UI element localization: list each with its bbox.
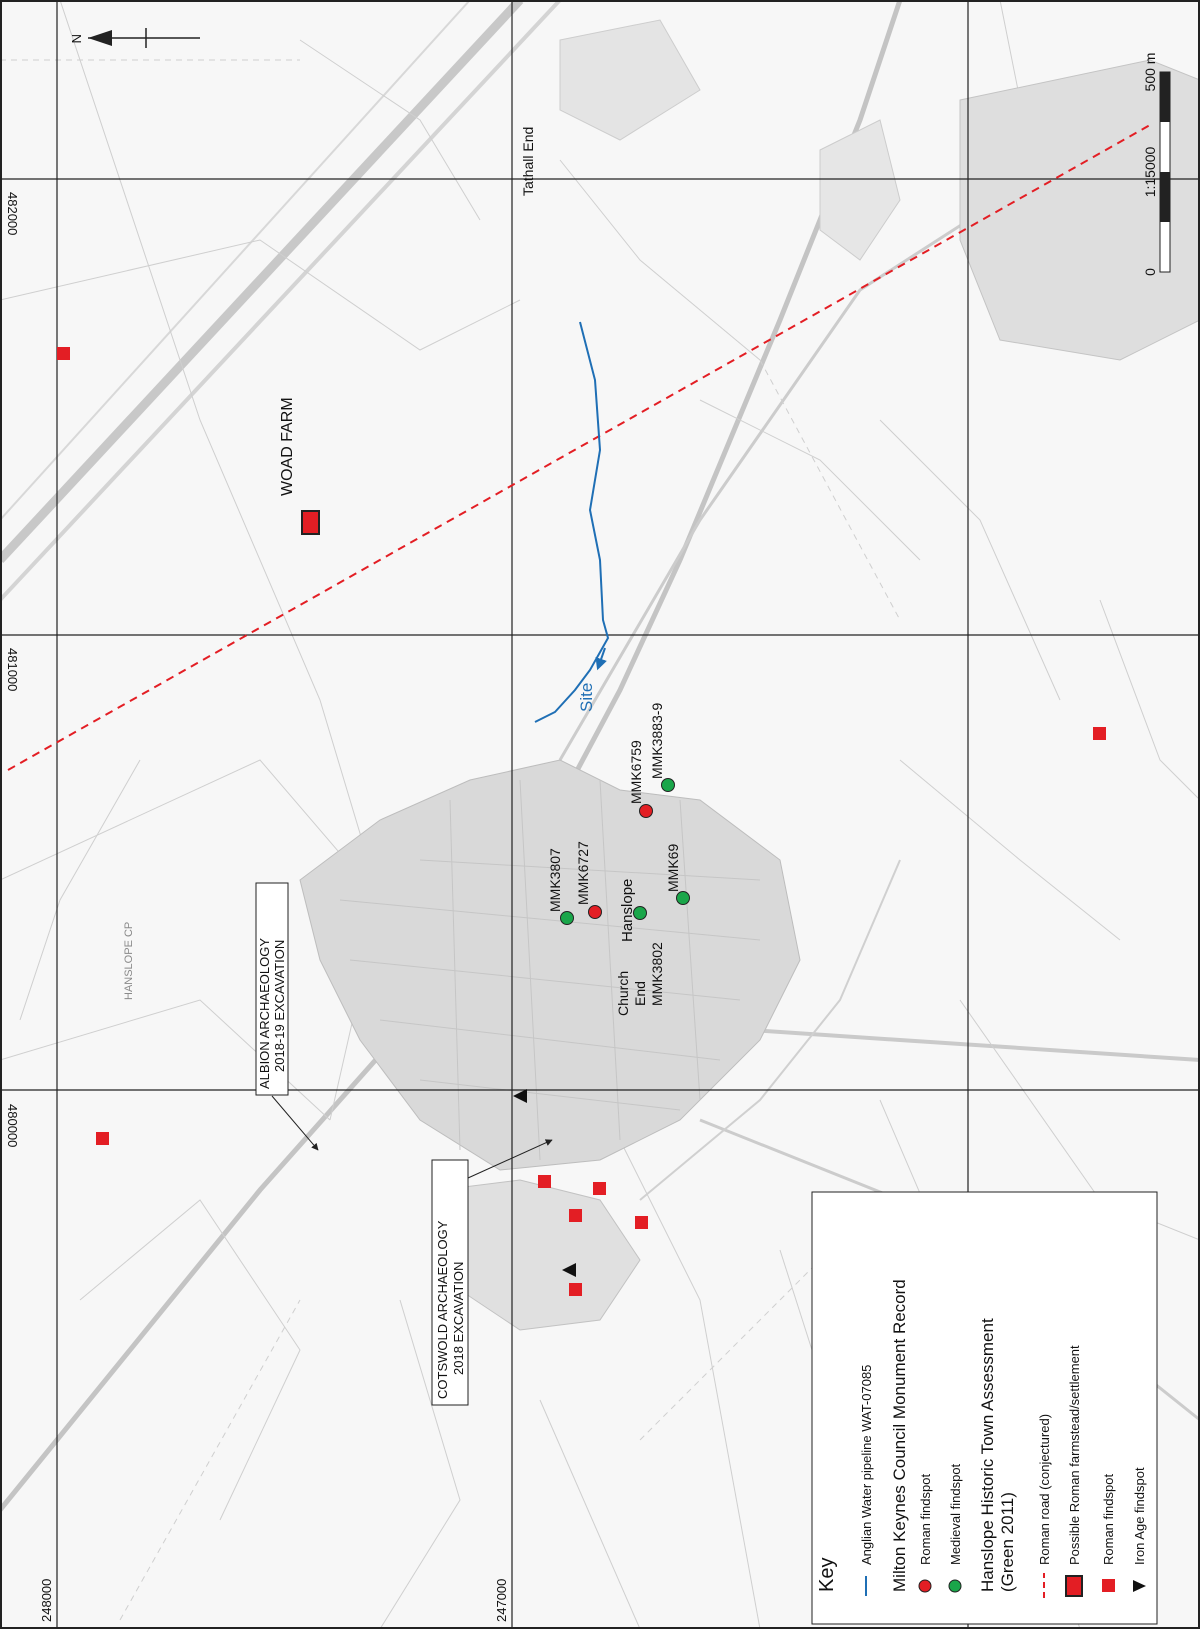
scale-zero-label: 0: [1142, 268, 1158, 276]
roman-findspot-square[interactable]: [569, 1283, 582, 1296]
grid-label-247000: 247000: [494, 1579, 509, 1622]
roman-findspot-mmk6727[interactable]: [588, 905, 602, 919]
roman-findspot-square[interactable]: [96, 1132, 109, 1145]
iron-age-findspot-triangle[interactable]: [513, 1089, 527, 1103]
industrial-site-area: [959, 59, 1200, 361]
iron-age-findspots: [513, 1089, 576, 1277]
legend-settlement-symbol: [1065, 1575, 1083, 1597]
legend-mk-heading: Milton Keynes Council Monument Record: [890, 1279, 909, 1592]
medieval-findspot-mmk3807[interactable]: [560, 911, 574, 925]
north-arrow: N: [69, 28, 200, 48]
legend-medieval-circle-symbol: [948, 1579, 962, 1593]
legend-roman-settlement: Possible Roman farmstead/settlement: [1067, 1345, 1082, 1565]
legend-medieval-findspot: Medieval findspot: [948, 1463, 963, 1565]
scale-ratio-label: 1:15000: [1142, 146, 1158, 197]
monument-label-mmk69: MMK69: [665, 844, 681, 892]
legend-roman-square-symbol: [1102, 1579, 1115, 1592]
church-end-area: [439, 1179, 641, 1331]
cotswold-label-line1: COTSWOLD ARCHAEOLOGY: [435, 1220, 450, 1399]
legend-hanslope-heading-1: Hanslope Historic Town Assessment: [978, 1318, 997, 1592]
hanslope-cp-label: HANSLOPE CP: [123, 922, 135, 1000]
monument-label-mmk3883-9: MMK3883-9: [649, 703, 665, 779]
roman-findspot-mmk6759[interactable]: [639, 804, 653, 818]
albion-label-line1: ALBION ARCHAEOLOGY: [257, 938, 272, 1089]
monument-label-mmk6727: MMK6727: [575, 841, 591, 905]
medieval-findspot-mmk3802[interactable]: [633, 906, 647, 920]
tathall-end-label: Tathall End: [520, 127, 536, 196]
hta-roman-findspots: [57, 347, 1106, 1296]
scale-end-label: 500 m: [1142, 53, 1158, 92]
map-legend: Key Anglian Water pipeline WAT-07085 Mil…: [811, 1191, 1158, 1625]
legend-title: Key: [816, 1558, 838, 1592]
monument-label-mmk6759: MMK6759: [628, 740, 644, 804]
legend-pipeline-label: Anglian Water pipeline WAT-07085: [859, 1365, 874, 1565]
roman-findspot-square[interactable]: [57, 347, 70, 360]
grid-label-482000: 482000: [5, 192, 20, 235]
legend-box: [811, 1191, 1158, 1625]
end-label: End: [632, 981, 648, 1006]
cotswold-label-line2: 2018 EXCAVATION: [451, 1262, 466, 1375]
site-pointer-arrow: [595, 647, 607, 671]
iron-age-findspot-triangle[interactable]: [562, 1263, 576, 1277]
albion-excavation-callout: ALBION ARCHAEOLOGY 2018-19 EXCAVATION: [255, 882, 319, 1151]
roman-findspot-square[interactable]: [635, 1216, 648, 1229]
monument-label-mmk3807: MMK3807: [547, 848, 563, 912]
woodland-area: [819, 119, 901, 261]
north-label: N: [69, 34, 84, 43]
legend-hanslope-heading-2: (Green 2011): [998, 1492, 1017, 1592]
mk-monument-findspots: [560, 778, 690, 925]
legend-roman-circle-symbol: [918, 1579, 932, 1593]
scale-bar: 500 m 1:15000 0: [1142, 53, 1171, 276]
legend-iron-age-symbol: [1133, 1580, 1146, 1592]
medieval-findspot-mmk69[interactable]: [676, 891, 690, 905]
medieval-findspot-mmk3883-9[interactable]: [661, 778, 675, 792]
cotswold-excavation-callout: COTSWOLD ARCHAEOLOGY 2018 EXCAVATION: [431, 1139, 553, 1406]
legend-iron-age: Iron Age findspot: [1132, 1467, 1147, 1565]
roman-findspot-square[interactable]: [1093, 727, 1106, 740]
hanslope-village-area: [299, 759, 801, 1171]
pipeline-route: [534, 321, 610, 723]
hanslope-label: Hanslope: [619, 879, 636, 942]
roman-findspot-square[interactable]: [538, 1175, 551, 1188]
roman-findspot-square[interactable]: [569, 1209, 582, 1222]
woad-farm-label: WOAD FARM: [279, 397, 296, 496]
grid-label-480000: 480000: [5, 1104, 20, 1147]
grid-label-248000: 248000: [39, 1579, 54, 1622]
monument-labels: MMK3807 MMK6727 MMK3802 MMK69 MMK6759 MM…: [547, 703, 681, 1006]
grid-label-481000: 481000: [5, 648, 20, 691]
built-up-areas: [299, 19, 1200, 1331]
roman-road-conjectured: [7, 124, 1151, 771]
albion-label-line2: 2018-19 EXCAVATION: [272, 940, 287, 1072]
legend-roman-findspot: Roman findspot: [918, 1474, 933, 1565]
roman-settlement-woad-farm[interactable]: [301, 510, 320, 535]
base-map-labels: HANSLOPE CP: [123, 922, 135, 1000]
roman-findspot-square[interactable]: [593, 1182, 606, 1195]
legend-roman-road: Roman road (conjectured): [1037, 1414, 1052, 1565]
church-label: Church: [615, 971, 631, 1016]
site-label: Site: [577, 683, 596, 712]
legend-roman-findspot-2: Roman findspot: [1101, 1474, 1116, 1565]
tathall-end-area: [559, 19, 701, 141]
monument-label-mmk3802: MMK3802: [649, 942, 665, 1006]
